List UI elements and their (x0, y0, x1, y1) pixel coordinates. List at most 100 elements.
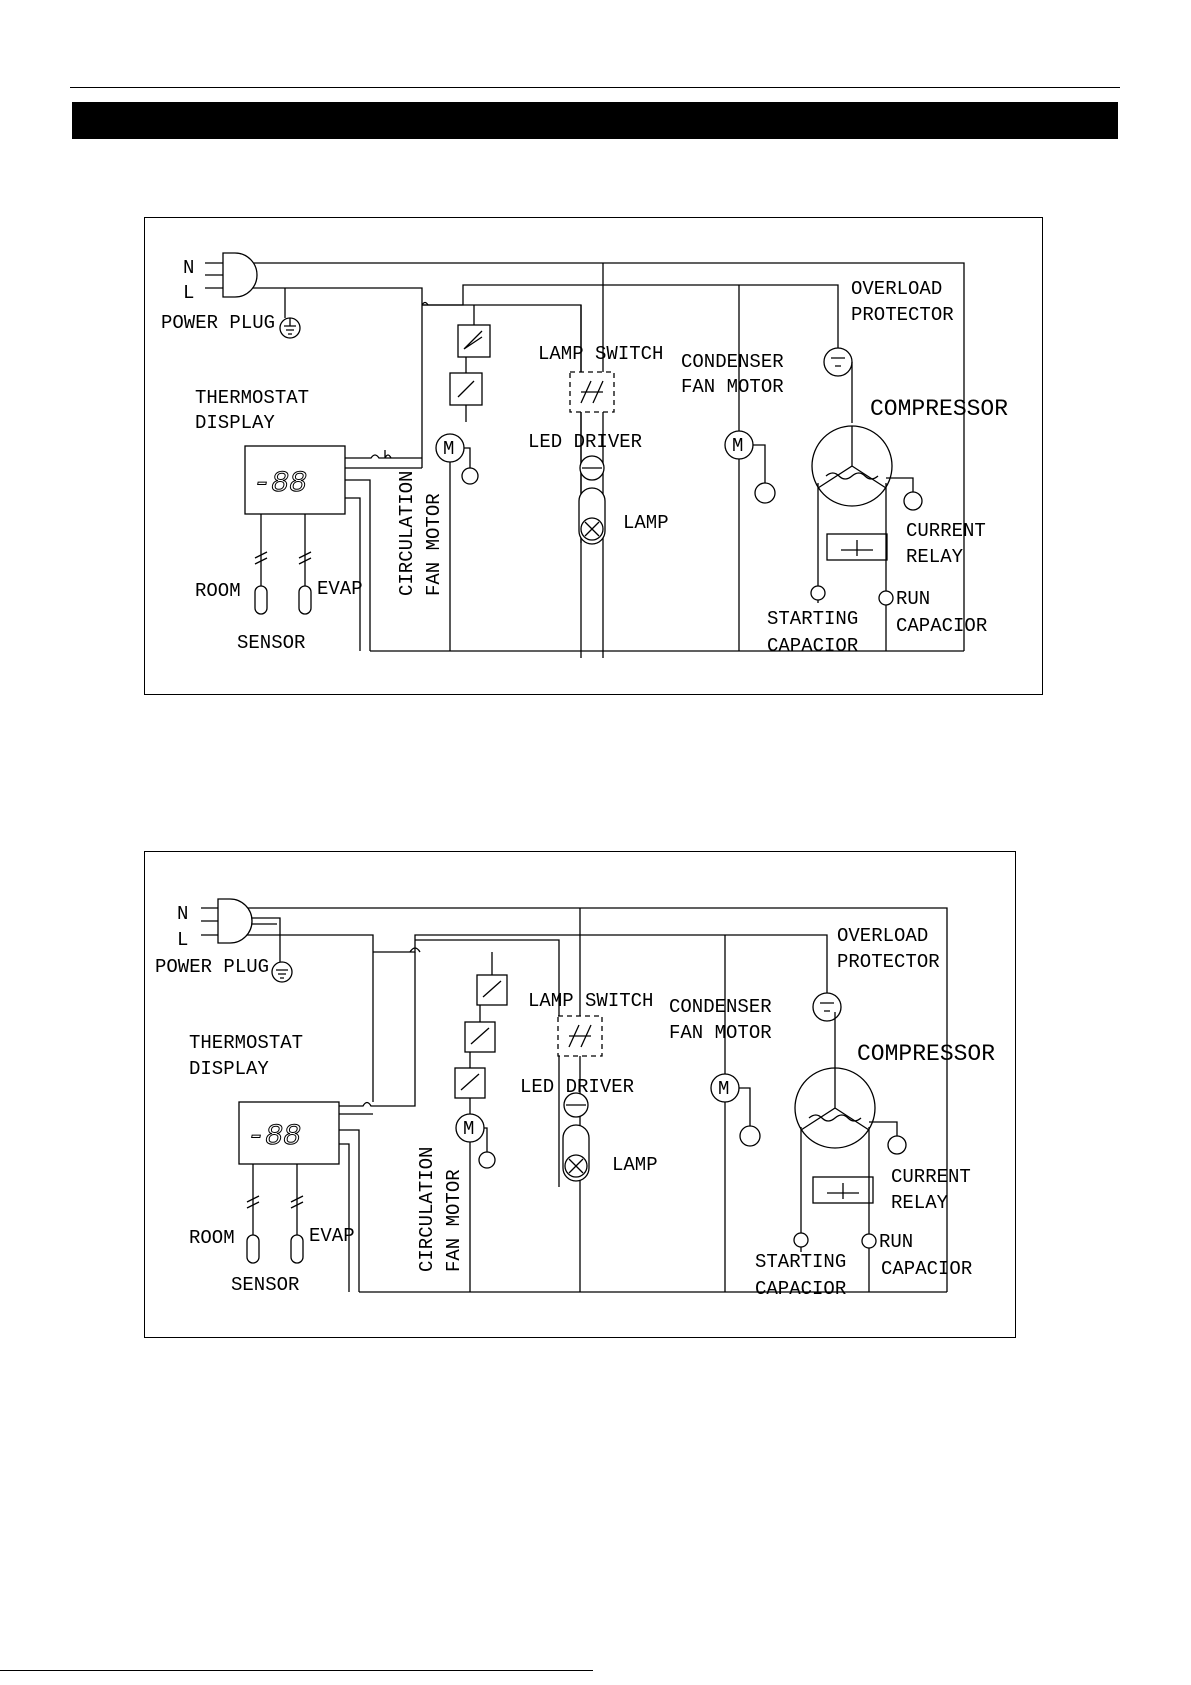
wire-hop (409, 947, 421, 953)
label-n: N (177, 903, 188, 925)
label-motor-m-2: M (732, 435, 743, 457)
starting-capacitor-icon (810, 585, 826, 601)
overload-protector-icon (812, 992, 842, 1022)
label-sensor: SENSOR (231, 1274, 299, 1296)
wire-hop (421, 301, 429, 306)
label-lamp-switch: LAMP SWITCH (528, 990, 653, 1012)
label-room: ROOM (195, 580, 241, 602)
label-starting: STARTING (755, 1251, 846, 1273)
label-compressor: COMPRESSOR (857, 1041, 995, 1067)
label-relay: RELAY (906, 546, 964, 568)
label-overload: OVERLOAD (837, 925, 928, 947)
fan-door-switch-2 (464, 1021, 496, 1053)
power-plug-body (217, 898, 253, 944)
wire-neutral (245, 262, 965, 651)
wire-branch-switch (422, 304, 582, 543)
label-thermostat: THERMOSTAT (195, 387, 309, 409)
fan-switch-wires (465, 305, 475, 422)
wire-live (245, 287, 423, 468)
label-evap: EVAP (309, 1225, 355, 1247)
bottom-rule (0, 1670, 593, 1671)
label-relay: RELAY (891, 1192, 949, 1214)
thermostat-display-box (238, 1101, 340, 1165)
label-n: N (183, 257, 194, 279)
label-lamp: LAMP (623, 512, 669, 534)
run-capacitor-icon (878, 590, 894, 606)
wire-branch-switch (415, 939, 560, 1187)
overload-protector-icon (823, 347, 853, 377)
label-circulation: CIRCULATION (416, 1147, 438, 1272)
circulation-motor-ground-icon (478, 1151, 496, 1169)
condenser-motor-ground-icon (754, 482, 776, 504)
label-starting: STARTING (767, 608, 858, 630)
circulation-motor-ground-icon (461, 467, 479, 485)
label-display: DISPLAY (189, 1058, 269, 1080)
plug-ground-icon (271, 961, 293, 983)
label-protector: PROTECTOR (851, 304, 954, 326)
wire-branch-top (373, 934, 828, 1007)
label-condenser-fan-motor: FAN MOTOR (669, 1022, 772, 1044)
label-room: ROOM (189, 1227, 235, 1249)
label-lamp-switch: LAMP SWITCH (538, 343, 663, 365)
compressor-ground-icon (887, 1135, 907, 1155)
label-l: L (183, 282, 194, 304)
run-capacitor-icon (861, 1233, 877, 1249)
label-led-driver: LED DRIVER (528, 431, 642, 453)
fan-door-switch-1 (457, 324, 491, 358)
label-circulation-fan-motor: FAN MOTOR (443, 1169, 465, 1272)
label-l: L (177, 929, 188, 951)
label-run-capacior: CAPACIOR (881, 1258, 972, 1280)
label-thermostat: THERMOSTAT (189, 1032, 303, 1054)
label-current: CURRENT (906, 520, 986, 542)
starting-capacitor-icon (793, 1232, 809, 1248)
circulation-motor-wire (449, 447, 471, 651)
label-power-plug: POWER PLUG (161, 312, 275, 334)
room-sensor-probe (254, 585, 268, 615)
label-evap: EVAP (317, 578, 363, 600)
wiring-diagram-1-svg: N L POWER PLUG THERMOSTAT DISPLAY -88 RO… (161, 252, 1008, 658)
display-readout: -88 (253, 467, 307, 501)
section-header-bar (72, 102, 1118, 139)
label-motor-m-1: M (463, 1118, 474, 1140)
label-power-plug: POWER PLUG (155, 956, 269, 978)
label-lamp: LAMP (612, 1154, 658, 1176)
label-led-driver: LED DRIVER (520, 1076, 634, 1098)
label-run-capacior: CAPACIOR (896, 615, 987, 637)
label-display: DISPLAY (195, 412, 275, 434)
label-condenser: CONDENSER (669, 996, 772, 1018)
display-readout: -88 (247, 1120, 301, 1154)
label-circulation-fan-motor: FAN MOTOR (423, 493, 445, 596)
display-wire-hop (345, 450, 422, 459)
wiring-diagram-2: N L POWER PLUG THERMOSTAT DISPLAY -88 RO… (144, 851, 1016, 1338)
evap-sensor-probe (298, 585, 312, 615)
wiring-diagram-2-svg: N L POWER PLUG THERMOSTAT DISPLAY -88 RO… (155, 898, 995, 1300)
wire-live (240, 934, 374, 1102)
label-circulation: CIRCULATION (396, 471, 418, 596)
label-starting-capacior: CAPACIOR (767, 635, 858, 657)
plug-pins (201, 907, 218, 936)
label-motor-m-1: M (443, 438, 454, 460)
label-compressor: COMPRESSOR (870, 396, 1008, 422)
label-current: CURRENT (891, 1166, 971, 1188)
wiring-diagram-1: N L POWER PLUG THERMOSTAT DISPLAY -88 RO… (144, 217, 1043, 695)
label-protector: PROTECTOR (837, 951, 940, 973)
wire-neutral (240, 907, 948, 1292)
label-sensor: SENSOR (237, 632, 305, 654)
display-wires (339, 1113, 373, 1292)
label-starting-capacior: CAPACIOR (755, 1278, 846, 1300)
plug-pins (205, 262, 223, 289)
label-overload: OVERLOAD (851, 278, 942, 300)
label-condenser-fan-motor: FAN MOTOR (681, 376, 784, 398)
room-sensor-probe (246, 1234, 260, 1264)
fan-door-switch-1 (476, 974, 508, 1006)
evap-sensor-probe (290, 1234, 304, 1264)
label-condenser: CONDENSER (681, 351, 784, 373)
power-plug-body (222, 252, 258, 298)
condenser-motor-ground-icon (739, 1125, 761, 1147)
label-run: RUN (896, 588, 930, 610)
top-rule (70, 87, 1120, 88)
compressor-ground-icon (903, 491, 923, 511)
fan-door-switch-3 (454, 1067, 486, 1099)
label-motor-m-2: M (718, 1078, 729, 1100)
label-run: RUN (879, 1231, 913, 1253)
